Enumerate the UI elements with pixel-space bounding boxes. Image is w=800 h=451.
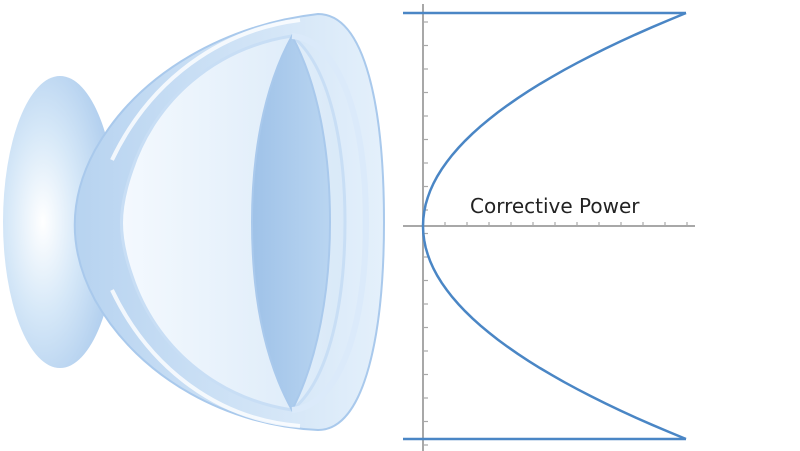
power-profile [403,11,687,441]
lens-highlight-lower [110,289,301,428]
lens-front-face [250,33,332,413]
lens-rim [291,33,370,413]
axis-label: Corrective Power [470,194,640,218]
corrective-power-curve [421,11,687,441]
diagram-axes [403,4,695,451]
contact-lens-illustration [3,12,386,432]
horizontal-axis-ticks [444,222,688,226]
lens-hub [3,76,117,368]
lens-highlight-upper [110,18,301,161]
